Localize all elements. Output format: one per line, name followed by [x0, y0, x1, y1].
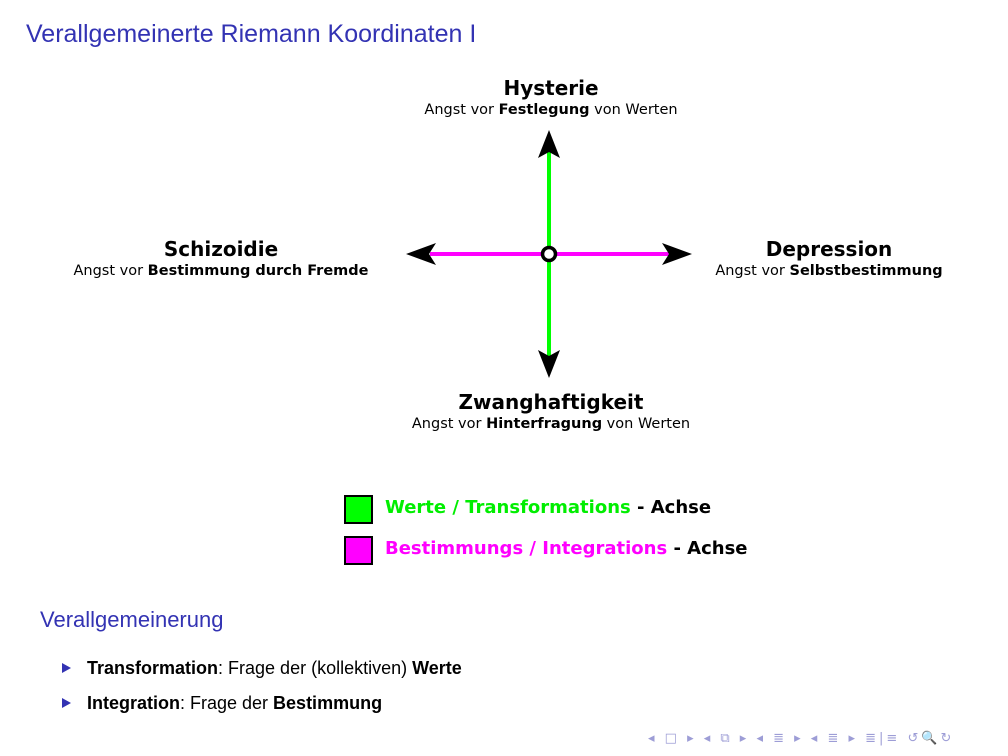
bullet-item: Integration: Frage der Bestimmung	[62, 693, 382, 714]
arrow-left-icon	[406, 243, 436, 265]
label-right: Depression Angst vor Selbstbestimmung	[715, 237, 942, 281]
slide-title: Verallgemeinerte Riemann Koordinaten I	[26, 20, 477, 48]
label-subtitle: Angst vor Hinterfragung von Werten	[411, 416, 691, 432]
label-top: Hysterie Angst vor Festlegung von Werten	[424, 76, 677, 120]
origin-marker	[540, 245, 558, 263]
label-subtitle: Angst vor Selbstbestimmung	[715, 263, 943, 279]
bullet-triangle-icon	[62, 698, 71, 708]
label-heading: Schizoidie	[163, 237, 279, 261]
label-left: Schizoidie Angst vor Bestimmung durch Fr…	[73, 237, 368, 281]
label-bottom: Zwanghaftigkeit Angst vor Hinterfragung …	[412, 390, 690, 434]
label-subtitle: Angst vor Festlegung von Werten	[424, 102, 678, 118]
bullet-triangle-icon	[62, 663, 71, 673]
bullet-item: Transformation: Frage der (kollektiven) …	[62, 658, 462, 679]
beamer-navigation-bar[interactable]: ◂ □ ▸ ◂ ⧉ ▸ ◂ ≣ ▸ ◂ ≣ ▸ ≣|≡ ↺🔍↻	[648, 731, 955, 746]
arrow-right-icon	[662, 243, 692, 265]
label-heading: Depression	[765, 237, 893, 261]
legend-item-values: Werte / Transformations - Achse	[385, 497, 712, 518]
label-subtitle: Angst vor Bestimmung durch Fremde	[73, 263, 369, 279]
legend-swatch-green	[344, 495, 373, 524]
legend-item-determination: Bestimmungs / Integrations - Achse	[385, 538, 748, 559]
legend-swatch-magenta	[344, 536, 373, 565]
label-heading: Hysterie	[503, 76, 599, 100]
arrow-up-icon	[538, 130, 560, 158]
label-heading: Zwanghaftigkeit	[458, 390, 644, 414]
arrow-down-icon	[538, 350, 560, 378]
section-heading: Verallgemeinerung	[40, 607, 224, 632]
